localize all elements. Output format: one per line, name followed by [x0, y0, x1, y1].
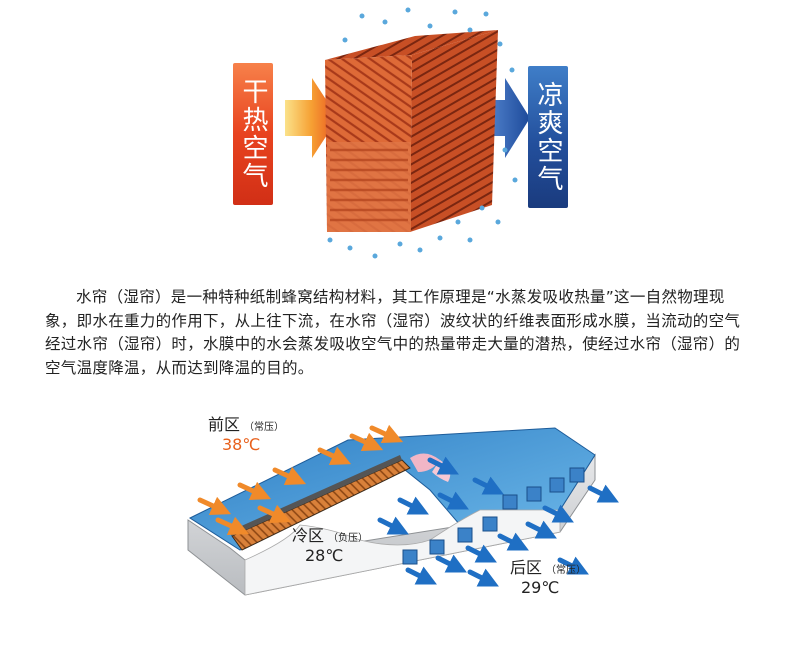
back-zone-label: 后区（常压） — [510, 558, 587, 577]
water-drops — [327, 7, 518, 259]
dry-hot-air-label: 干热空气 — [233, 63, 273, 205]
hot-air-arrow — [285, 78, 338, 158]
front-zone-temp: 38℃ — [222, 435, 261, 454]
airflow-illustration — [187, 424, 619, 596]
back-zone-temp: 29℃ — [521, 578, 560, 597]
pad-side-face — [410, 30, 498, 232]
cooling-pad — [231, 459, 411, 551]
airflow-diagram: 前区（常压） 38℃ 冷区（负压） 28℃ 后区（常压） 29℃ — [0, 400, 790, 647]
exhaust-fans — [402, 467, 585, 565]
cool-air-arrow — [478, 78, 530, 158]
pad-front-lower — [327, 142, 411, 232]
evaporative-pad-diagram: 干热空气 凉爽空气 — [0, 0, 790, 270]
working-principle-text: 水帘（湿帘）是一种特种纸制蜂窝结构材料，其工作原理是“水蒸发吸收热量”这一自然物… — [45, 288, 741, 377]
pad-illustration — [285, 7, 530, 259]
cold-zone-label: 冷区（负压） — [292, 526, 369, 545]
front-zone-label: 前区（常压） — [208, 415, 285, 434]
hot-air-arrows — [197, 424, 404, 535]
pad-top-face — [325, 30, 498, 60]
cool-air-label: 凉爽空气 — [528, 66, 568, 208]
cold-zone-temp: 28℃ — [305, 546, 344, 565]
cool-air-arrows — [377, 456, 619, 587]
